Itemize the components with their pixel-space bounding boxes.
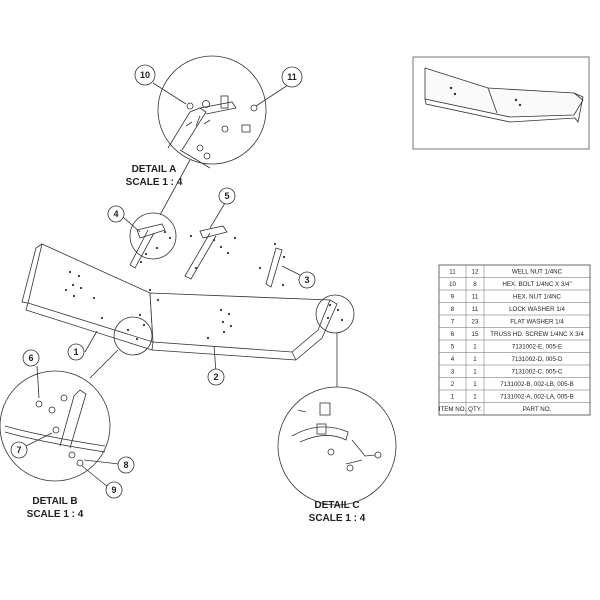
bom-row: 4 1 7131002-D, 005-D	[451, 356, 563, 363]
bom-item-no: ITEM NO.	[439, 406, 467, 413]
callout-4: 4	[113, 209, 118, 219]
bom-item-no: 3	[451, 369, 455, 376]
bom-qty: 23	[472, 319, 479, 326]
bom-qty: 1	[473, 394, 477, 401]
detail-a-title: DETAIL A	[132, 164, 177, 175]
bom-qty: 8	[473, 281, 477, 288]
fastener-dots	[64, 230, 344, 341]
detail-b-hardware	[4, 389, 106, 467]
callout-2-balloon	[207, 368, 225, 386]
detail-a-scale: SCALE 1 : 4	[126, 177, 183, 188]
callout-9: 9	[111, 485, 116, 495]
callout-7-balloon	[10, 441, 28, 459]
detail-c-scale: SCALE 1 : 4	[309, 513, 366, 524]
detail-b-marker	[113, 316, 153, 356]
detail-c-circle	[277, 386, 397, 506]
detail-a-circle	[157, 55, 267, 165]
bracket-part-4	[129, 223, 166, 269]
bracket-part-5	[184, 225, 228, 280]
part-1-panel	[21, 243, 154, 351]
callout-10: 10	[140, 70, 150, 80]
callout-11-balloon	[281, 66, 303, 88]
bom-item-no: 6	[451, 331, 455, 338]
bom-row: 11 12 WELL NUT 1/4NC	[449, 269, 562, 276]
bom-item-no: 11	[449, 269, 456, 276]
callout-6: 6	[28, 353, 33, 363]
callout-5-balloon	[218, 187, 236, 205]
bom-qty: 15	[472, 331, 479, 338]
callout-7: 7	[16, 445, 21, 455]
bom-part-no: LOCK WASHER 1/4	[509, 306, 565, 313]
bom-row: 9 11 HEX. NUT 1/4NC	[451, 294, 562, 301]
bom-qty: 1	[473, 381, 477, 388]
detail-b-title: DETAIL B	[32, 496, 77, 507]
callout-8-balloon	[117, 456, 135, 474]
bom-part-no: PART NO.	[523, 406, 552, 413]
bom-part-no: 7131002-E, 005-E	[512, 344, 562, 351]
bom-row: 10 8 HEX. BOLT 1/4NC X 3/4"	[449, 281, 572, 288]
bom-item-no: 9	[451, 294, 455, 301]
bom-part-no: WELL NUT 1/4NC	[512, 269, 563, 276]
bom-qty: 12	[472, 269, 479, 276]
detail-c-hardware	[291, 402, 382, 472]
bom-item-no: 8	[451, 306, 455, 313]
iso-view-frame	[412, 56, 590, 150]
detail-b-connector	[89, 349, 119, 379]
bom-part-no: TRUSS HD. SCREW 1/4NC X 3/4	[490, 331, 584, 338]
detail-a-marker	[129, 212, 177, 260]
detail-b-scale: SCALE 1 : 4	[27, 509, 84, 520]
bom-qty: 1	[473, 369, 477, 376]
bom-row: 6 15 TRUSS HD. SCREW 1/4NC X 3/4	[451, 331, 585, 338]
bom-part-no: 7131002-C, 005-C	[512, 369, 563, 376]
bom-qty: QTY.	[468, 406, 482, 413]
callout-2: 2	[213, 372, 218, 382]
bom-qty: 1	[473, 356, 477, 363]
bom-qty: 11	[472, 306, 479, 313]
callout-3-balloon	[298, 271, 316, 289]
callout-9-balloon	[105, 481, 123, 499]
detail-c-title: DETAIL C	[314, 500, 359, 511]
bom-item-no: 7	[451, 319, 455, 326]
callout-10-balloon	[134, 64, 156, 86]
callout-11: 11	[287, 72, 297, 82]
detail-c-marker	[315, 294, 355, 334]
bom-row: 5 1 7131002-E, 005-E	[451, 344, 562, 351]
bom-part-no: 7131002-A, 002-LA, 005-B	[500, 394, 574, 401]
iso-thumbnail	[424, 67, 584, 123]
bracket-part-3	[265, 247, 283, 288]
callout-1: 1	[73, 347, 78, 357]
bom-row: 1 1 7131002-A, 002-LA, 005-B	[451, 394, 574, 401]
bom-item-no: 4	[451, 356, 455, 363]
bom-item-no: 2	[451, 381, 455, 388]
bom-header-row: ITEM NO.QTY. PART NO.	[439, 406, 552, 413]
detail-a-connector	[159, 159, 191, 216]
callout-5: 5	[224, 191, 229, 201]
bom-item-no: 10	[449, 281, 456, 288]
bom-part-no: FLAT WASHER 1/4	[510, 319, 564, 326]
callout-3: 3	[304, 275, 309, 285]
callout-4-balloon	[107, 205, 125, 223]
bom-row: 2 1 7131002-B, 002-LB, 005-B	[451, 381, 574, 388]
bom-item-no: 5	[451, 344, 455, 351]
bom-qty: 1	[473, 344, 477, 351]
callout-6-balloon	[22, 349, 40, 367]
bom-part-no: HEX. NUT 1/4NC	[513, 294, 562, 301]
detail-b-circle	[0, 370, 111, 482]
bom-part-no: 7131002-B, 002-LB, 005-B	[500, 381, 574, 388]
bom-part-no: HEX. BOLT 1/4NC X 3/4"	[502, 281, 571, 288]
detail-a-hardware	[167, 95, 258, 169]
bom-item-no: 1	[451, 394, 455, 401]
bom-row: 3 1 7131002-C, 005-C	[451, 369, 563, 376]
bom-part-no: 7131002-D, 005-D	[512, 356, 563, 363]
bom-row: 7 23 FLAT WASHER 1/4	[451, 319, 565, 326]
part-2-panel	[149, 292, 338, 361]
callout-8: 8	[123, 460, 128, 470]
bom-qty: 11	[472, 294, 479, 301]
bom-row: 8 11 LOCK WASHER 1/4	[451, 306, 566, 313]
callout-1-balloon	[67, 343, 85, 361]
